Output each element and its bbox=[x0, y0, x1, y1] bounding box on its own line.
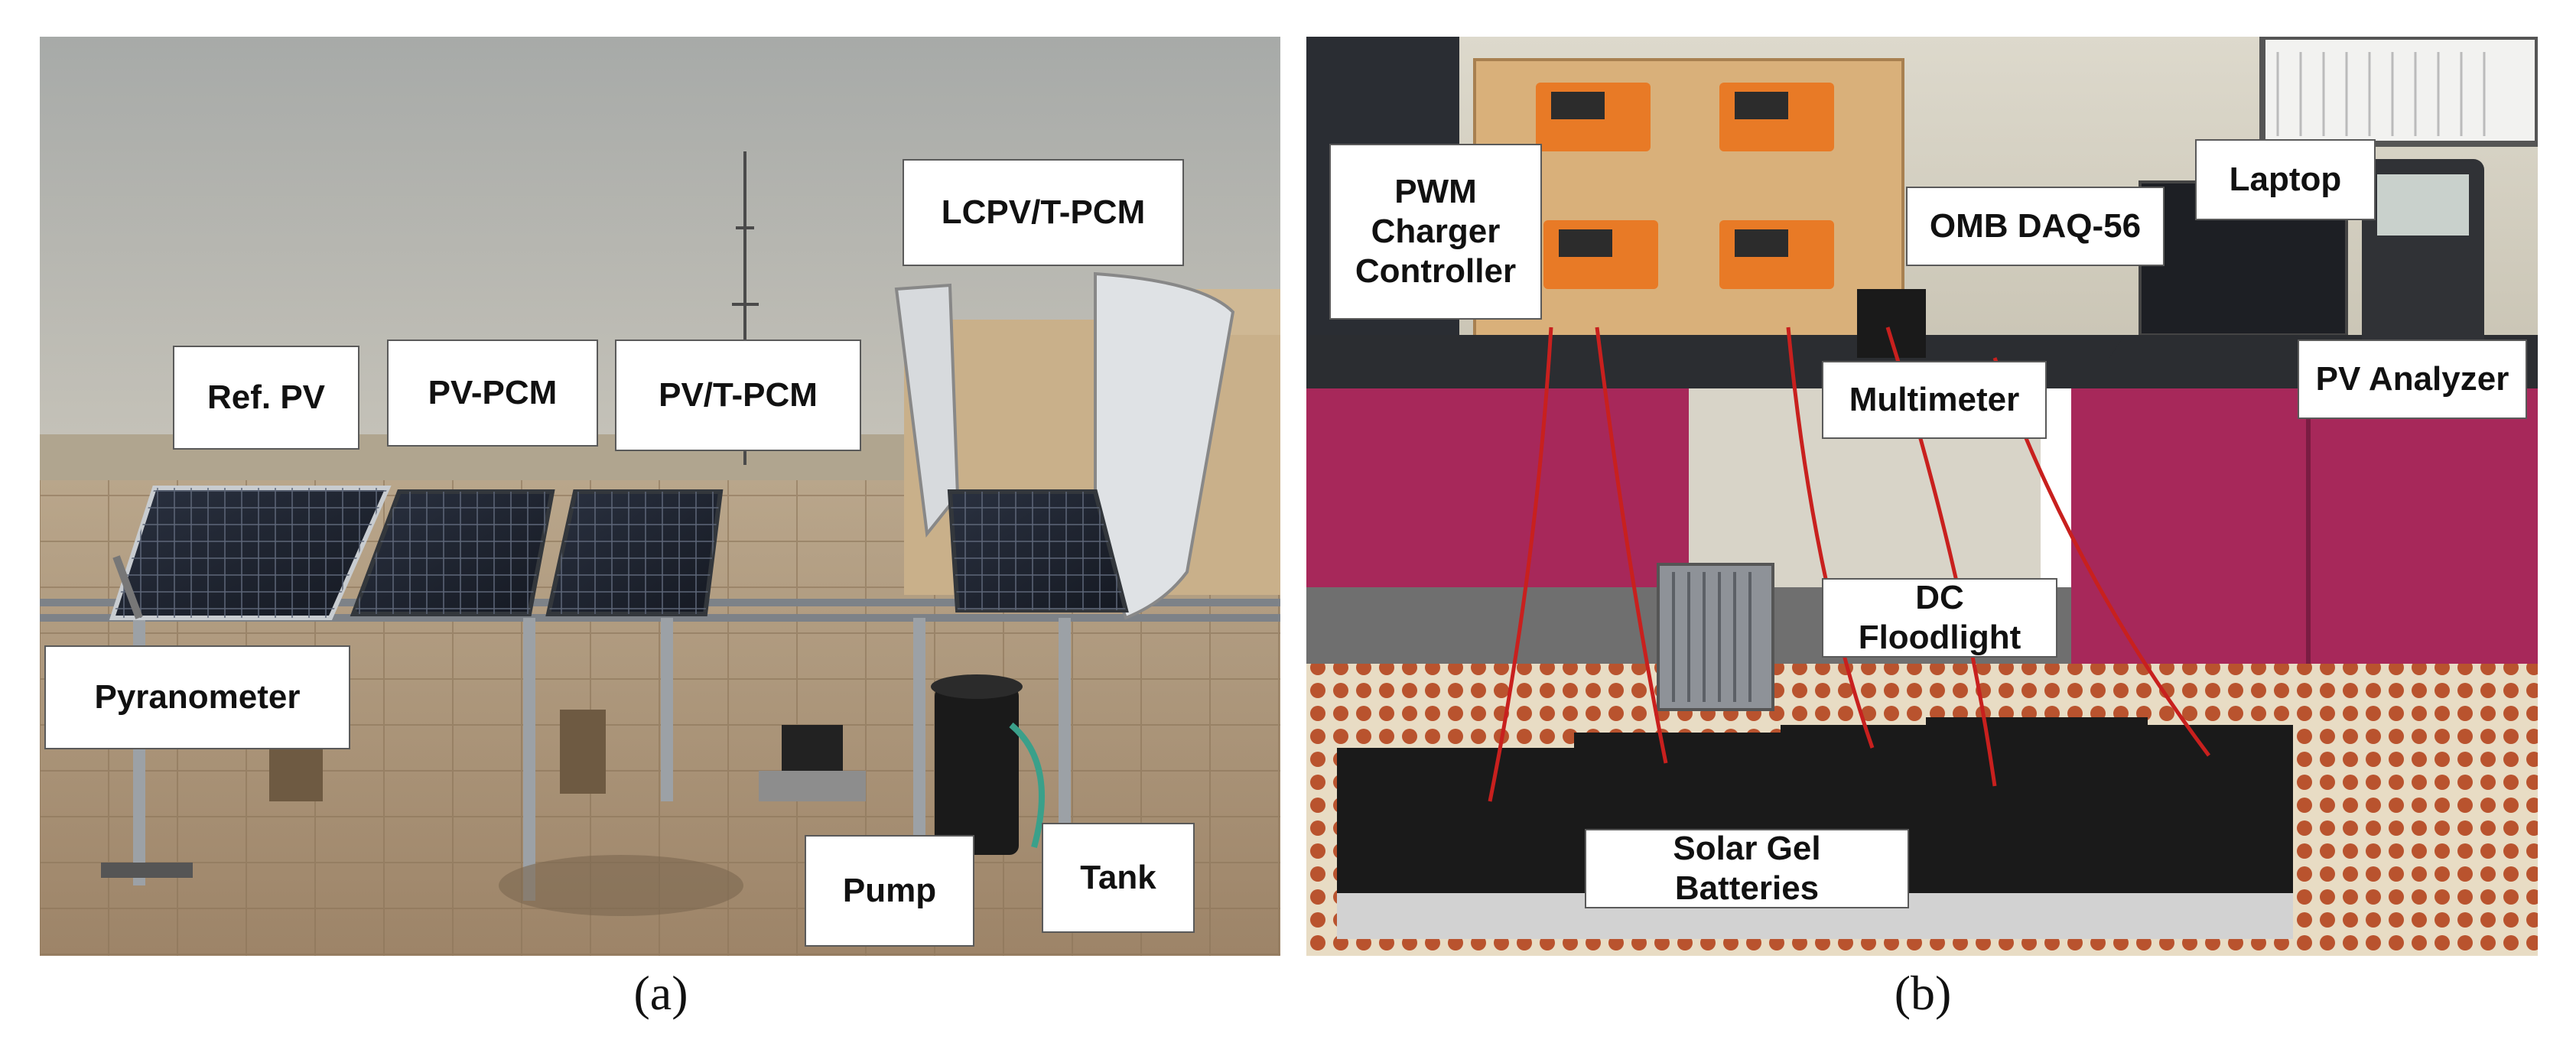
label-multimeter: Multimeter bbox=[1822, 361, 2047, 439]
caption-a: (a) bbox=[633, 966, 688, 1020]
label-lcpvt-pcm: LCPV/T-PCM bbox=[903, 159, 1184, 266]
window-blinds bbox=[2259, 37, 2538, 147]
label-pump: Pump bbox=[805, 835, 974, 947]
pyranometer-stand bbox=[101, 555, 193, 878]
floodlight-device bbox=[1657, 563, 1774, 711]
pv-panel-ref bbox=[109, 486, 392, 620]
label-laptop: Laptop bbox=[2195, 139, 2376, 220]
label-pyranometer: Pyranometer bbox=[44, 645, 350, 749]
label-omb-daq: OMB DAQ-56 bbox=[1906, 187, 2165, 266]
pv-panel-pvt-pcm bbox=[545, 489, 724, 616]
rooftop-photo-illustration bbox=[40, 37, 1280, 956]
multimeter-device bbox=[1857, 289, 1926, 358]
photo-lab-setup: PWM Charger Controller OMB DAQ-56 Laptop… bbox=[1306, 37, 2538, 956]
label-pv-analyzer: PV Analyzer bbox=[2298, 340, 2527, 419]
label-pv-pcm: PV-PCM bbox=[387, 340, 598, 447]
label-solar-gel-batteries: Solar Gel Batteries bbox=[1585, 829, 1909, 908]
label-ref-pv: Ref. PV bbox=[173, 346, 359, 450]
water-tank bbox=[931, 674, 1045, 855]
caption-b: (b) bbox=[1894, 966, 1952, 1020]
label-dc-floodlight: DC Floodlight bbox=[1822, 578, 2057, 658]
charge-controllers bbox=[1536, 83, 1834, 289]
lab-photo-illustration bbox=[1306, 37, 2538, 956]
label-tank: Tank bbox=[1042, 823, 1195, 933]
water-pump bbox=[759, 725, 866, 801]
cabinet-left bbox=[1306, 388, 1689, 587]
photo-rooftop-setup: Ref. PV PV-PCM PV/T-PCM LCPV/T-PCM Pyran… bbox=[40, 37, 1280, 956]
label-pvt-pcm: PV/T-PCM bbox=[615, 340, 861, 451]
label-pwm-controller: PWM Charger Controller bbox=[1329, 144, 1542, 320]
pv-panel-pcm bbox=[350, 489, 555, 616]
lcpv-concentrator bbox=[894, 271, 1235, 620]
